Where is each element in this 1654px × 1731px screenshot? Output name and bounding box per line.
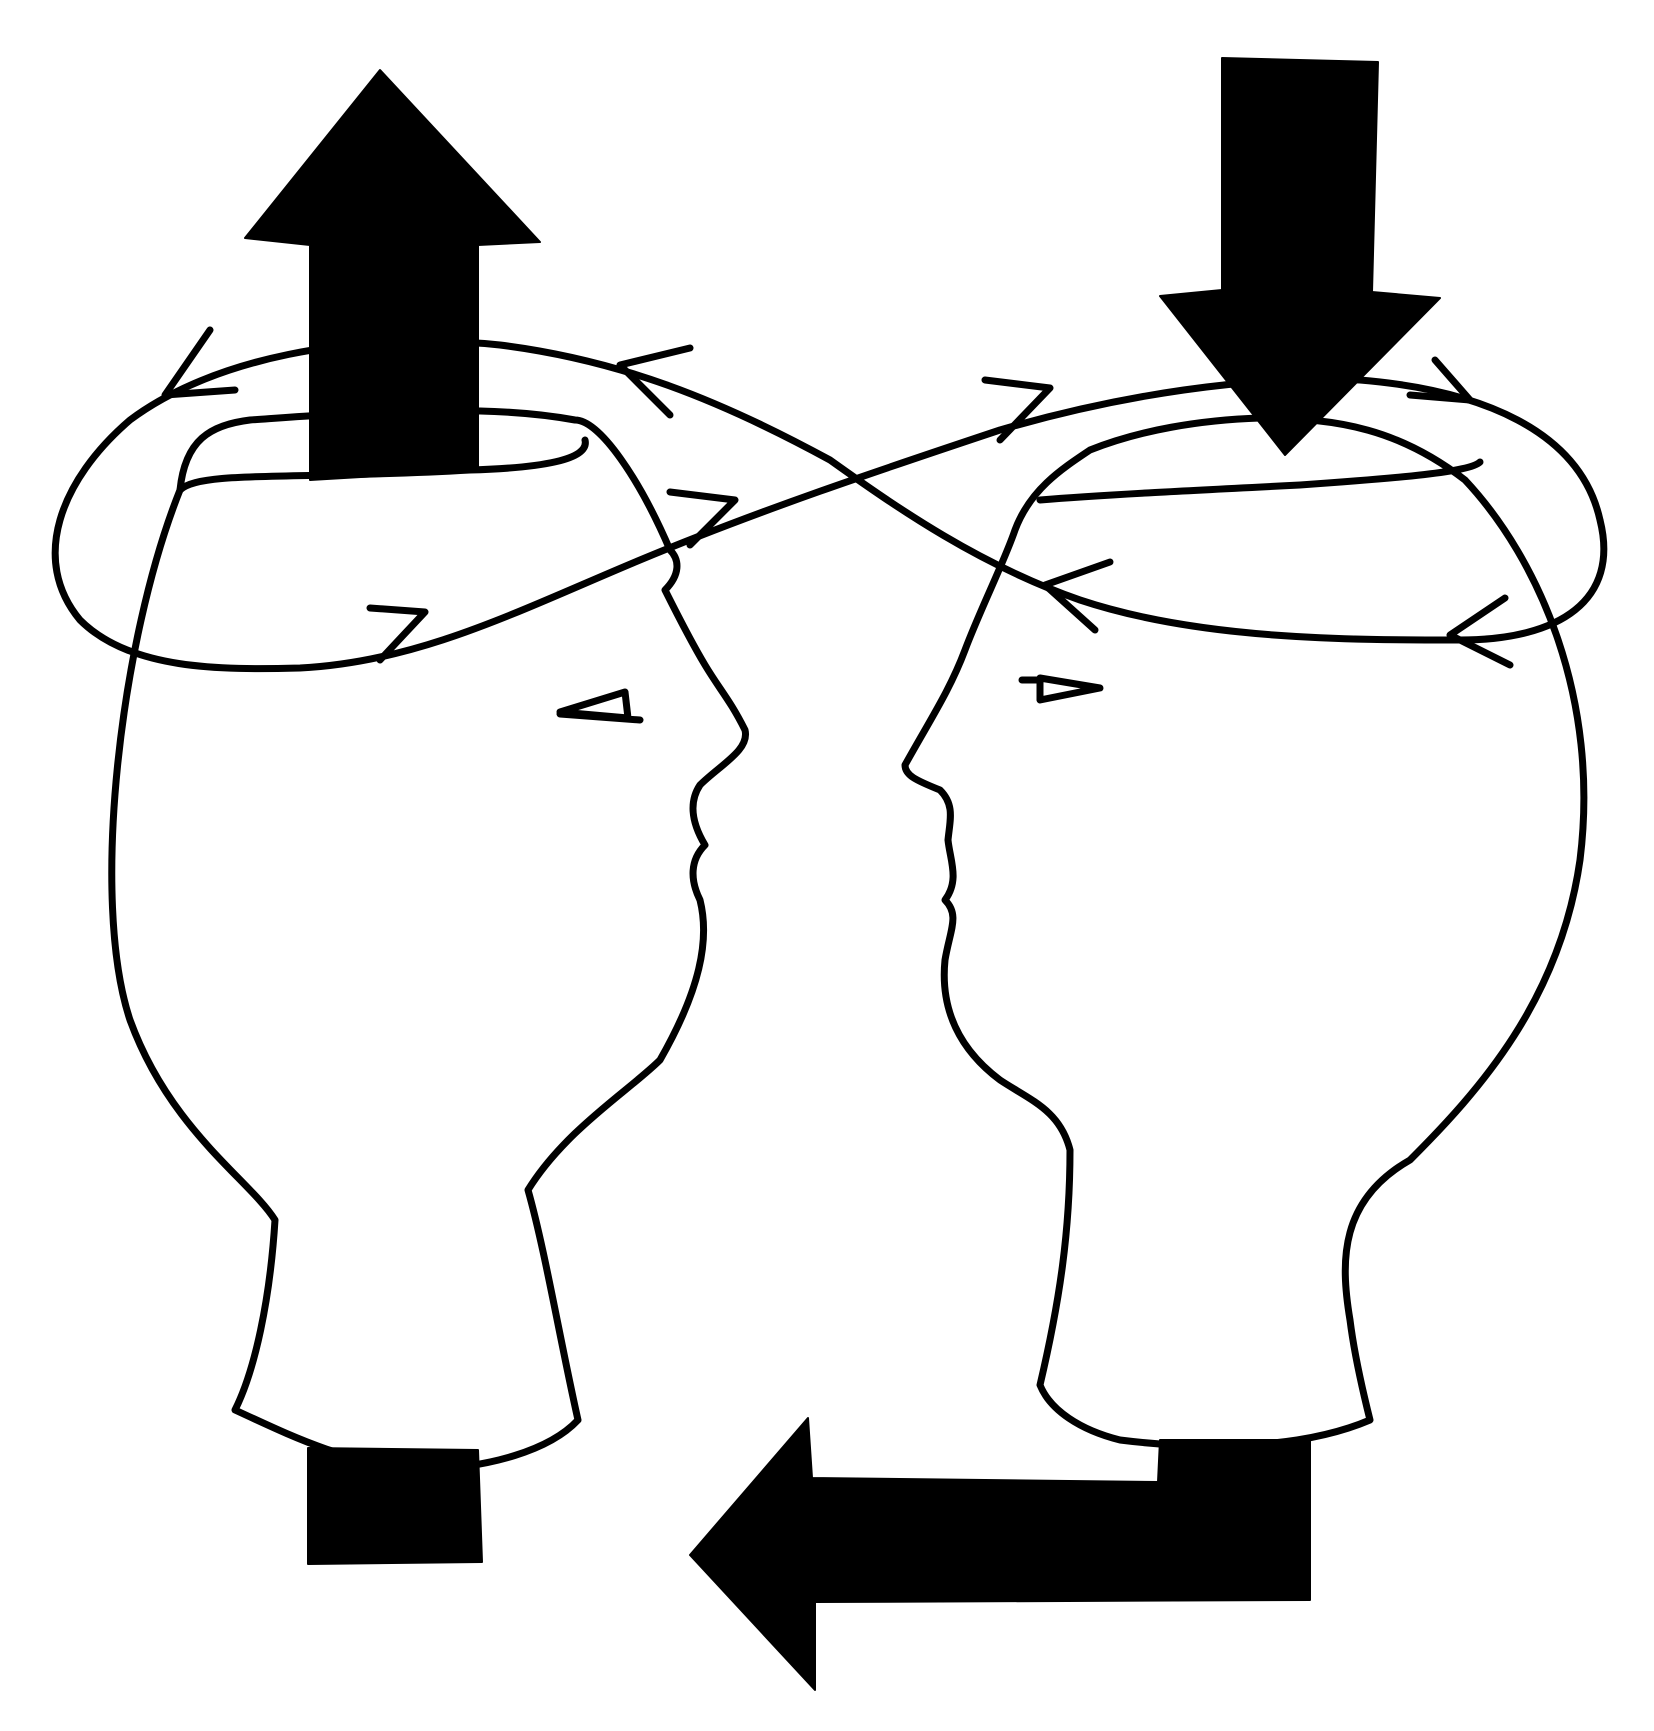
- loop-arrowhead-4: [666, 488, 739, 549]
- left-head-rim: [176, 436, 589, 494]
- up-arrow: [244, 69, 541, 481]
- loop-arrowhead-3: [366, 604, 429, 664]
- left-eye: [556, 688, 644, 724]
- loop-arrowhead-7: [1406, 356, 1474, 404]
- loop-arrowhead-8: [1446, 594, 1514, 669]
- left-bent-arrow: [689, 1417, 1311, 1691]
- right-eye: [1018, 674, 1104, 704]
- loop-arrowhead-5: [981, 376, 1054, 444]
- loop-arrowhead-1: [161, 326, 239, 399]
- left-head-profile: [108, 407, 749, 1474]
- loop-arrowhead-2: [616, 344, 694, 419]
- infinity-loop: [51, 337, 1608, 673]
- right-head-rim: [1036, 458, 1484, 504]
- left-neck-block: [307, 1447, 483, 1565]
- right-head-profile: [901, 414, 1588, 1450]
- loop-arrowhead-6: [1041, 558, 1114, 634]
- down-arrow: [1159, 57, 1441, 456]
